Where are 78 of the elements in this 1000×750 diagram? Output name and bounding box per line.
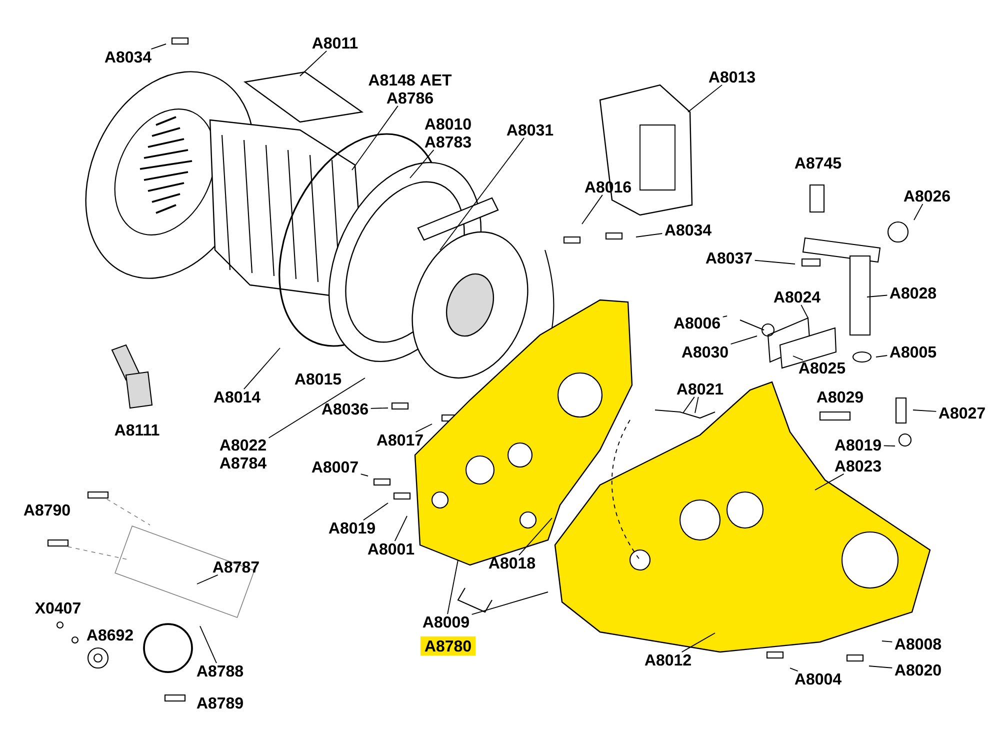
part-number: A8787 — [212, 561, 259, 573]
part-number: A8023 — [834, 460, 881, 472]
leader-line — [300, 50, 328, 76]
leader-line — [196, 574, 218, 584]
part-number: A8790 — [24, 504, 70, 516]
leader-line — [694, 396, 699, 414]
leader-line — [792, 356, 804, 361]
part-number: A8030 — [682, 346, 728, 358]
leader-line — [471, 592, 548, 615]
leader-line — [876, 355, 888, 358]
leader-line — [790, 668, 798, 672]
part-number: A8027 — [938, 407, 985, 419]
part-number: A8006 — [674, 317, 720, 329]
part-number: A8020 — [894, 664, 941, 676]
part-number: A8018 — [488, 557, 536, 569]
leader-line — [814, 473, 844, 490]
leader-line — [914, 203, 924, 220]
part-number: X0407 — [35, 602, 80, 614]
leader-line — [730, 336, 758, 345]
part-number: A8011 — [312, 37, 358, 49]
part-number: A8010 A8783 — [424, 118, 471, 148]
leader-line — [754, 260, 796, 264]
part-number: A8025 — [798, 362, 846, 374]
leader-line — [682, 396, 695, 414]
part-number: A8029 — [816, 391, 863, 403]
highlighted-part-number: A8780 — [420, 636, 476, 656]
leader-line — [415, 424, 432, 433]
leader-line — [150, 44, 166, 50]
leader-line — [268, 378, 366, 438]
leader-line — [688, 84, 722, 112]
leader-line — [440, 137, 525, 250]
leader-line — [582, 194, 603, 224]
part-number: A8026 — [904, 190, 950, 202]
part-number: A8028 — [890, 287, 936, 299]
leader-line — [883, 445, 896, 446]
part-number: A8111 — [114, 424, 160, 436]
part-number: A8745 — [794, 157, 842, 169]
part-number: A8034 — [104, 51, 152, 63]
part-number: A8036 — [322, 403, 368, 415]
part-number: A8788 — [196, 665, 244, 677]
part-number: A8004 — [794, 673, 842, 685]
part-number: A8017 — [376, 434, 423, 446]
part-number: A8034 — [664, 224, 712, 236]
part-number: A8789 — [196, 697, 243, 709]
part-number: A8009 — [422, 616, 469, 628]
part-number: A8148 AET A8786 — [368, 74, 452, 104]
leader-line — [722, 316, 728, 318]
part-number: A8015 — [294, 373, 342, 385]
part-number: A8031 — [506, 124, 554, 136]
part-number: A8692 — [86, 629, 133, 641]
part-number: A8021 — [676, 383, 724, 395]
leader-line — [800, 304, 808, 318]
leader-line — [200, 626, 217, 664]
part-number: A8014 — [214, 391, 260, 403]
leader-line — [370, 408, 388, 409]
leader-line — [636, 233, 663, 238]
leader-line — [866, 294, 888, 298]
leader-line — [360, 474, 368, 476]
part-number: A8019 — [834, 439, 881, 451]
part-number: A8037 — [706, 252, 752, 264]
part-number: A8022 A8784 — [220, 439, 266, 469]
leader-line — [882, 640, 893, 642]
leader-line — [912, 410, 937, 412]
part-number: A8019 — [328, 522, 375, 534]
part-number: A8001 — [368, 543, 414, 555]
leader-line — [352, 105, 398, 170]
leader-line — [394, 516, 408, 542]
part-number: A8013 — [708, 71, 755, 83]
leader-line — [447, 560, 458, 615]
part-number: A8007 — [312, 461, 358, 473]
part-number: A8008 — [894, 638, 942, 650]
part-number: A8012 — [644, 654, 691, 666]
leader-line — [362, 502, 388, 521]
leader-line — [868, 666, 893, 668]
leader-line — [410, 149, 434, 178]
leader-line — [244, 348, 280, 390]
part-number: A8024 — [774, 291, 820, 303]
part-number: A8005 — [890, 346, 936, 358]
